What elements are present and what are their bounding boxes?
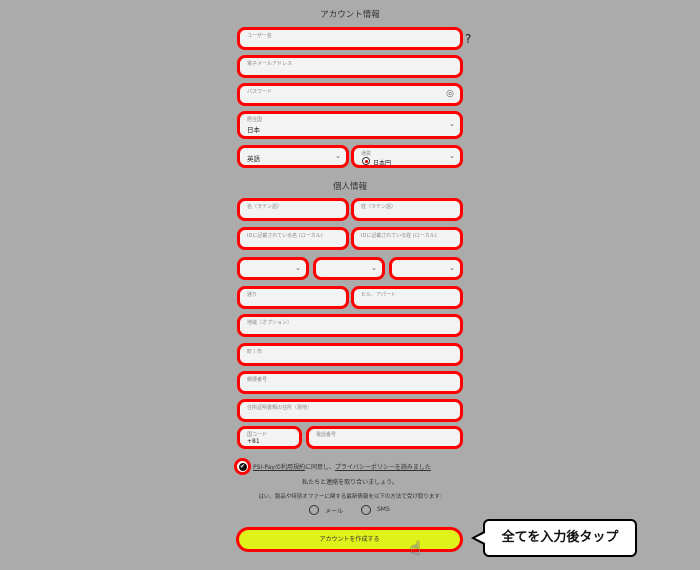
country-value: 日本	[247, 126, 260, 134]
hand-pointer-icon: ☝	[410, 538, 421, 559]
contact-text: 私たちと連絡を取り合いましょう。	[302, 479, 398, 486]
country-code-field[interactable]: 国コード+81	[237, 426, 302, 449]
birth-day-select[interactable]: ⌄	[237, 257, 309, 280]
placeholder: IDに記載されている姓 (ローカル)	[361, 233, 437, 239]
email-placeholder: 電子メールアドレス	[247, 61, 293, 67]
region-field[interactable]: 地域（オプション）	[237, 314, 463, 337]
terms-link[interactable]: PSI-Payの利用規約	[253, 464, 305, 471]
id-address-field[interactable]: 住所証明書類の住所（現地）	[237, 399, 463, 422]
placeholder: 住所証明書類の住所（現地）	[247, 405, 313, 411]
email-radio[interactable]	[309, 505, 319, 515]
country-code-label: 国コード	[247, 432, 268, 438]
street-field[interactable]: 通り	[237, 286, 349, 309]
chevron-down-icon: ⌄	[371, 263, 377, 272]
country-code-value: +81	[247, 438, 260, 445]
email-option-label: メール	[325, 508, 344, 515]
check-icon: ✔	[238, 462, 247, 471]
currency-label: 通貨	[361, 151, 372, 157]
language-select[interactable]: 英語 ⌄	[237, 145, 349, 168]
agree-checkbox[interactable]: ✔	[234, 458, 251, 475]
sms-radio[interactable]	[361, 505, 371, 515]
country-label: 居住国	[247, 117, 263, 123]
create-account-button[interactable]: アカウントを作成する	[236, 527, 463, 552]
language-value: 英語	[247, 155, 260, 163]
password-placeholder: パスワード	[247, 89, 273, 95]
help-icon[interactable]: ?	[465, 32, 472, 46]
placeholder: 名（ラテン語）	[247, 204, 283, 210]
radio-selected-icon	[362, 157, 370, 165]
password-field[interactable]: パスワード ◎	[237, 83, 463, 106]
chevron-down-icon: ⌄	[449, 263, 455, 272]
eye-icon[interactable]: ◎	[446, 89, 454, 99]
birth-year-select[interactable]: ⌄	[389, 257, 463, 280]
local-last-name-field[interactable]: IDに記載されている姓 (ローカル)	[351, 227, 463, 250]
city-field[interactable]: 町 / 市	[237, 343, 463, 366]
placeholder: 姓（ラテン語）	[361, 204, 397, 210]
instruction-callout: 全てを入力後タップ	[483, 519, 637, 557]
callout-pointer-fill	[475, 533, 485, 543]
currency-select[interactable]: 通貨 日本円 ⌄	[351, 145, 463, 168]
placeholder: 郵便番号	[247, 377, 268, 383]
privacy-link[interactable]: プライバシーポリシーを読みました	[334, 464, 431, 471]
local-first-name-field[interactable]: IDに記載されている名 (ローカル)	[237, 227, 349, 250]
placeholder: 町 / 市	[247, 349, 262, 355]
agree-text: PSI-Payの利用規約に同意し、プライバシーポリシーを読みました	[253, 462, 431, 471]
email-field[interactable]: 電子メールアドレス	[237, 55, 463, 78]
sms-option-label: SMS	[377, 506, 390, 513]
placeholder: IDに記載されている名 (ローカル)	[247, 233, 323, 239]
building-field[interactable]: ビル、アパート	[351, 286, 463, 309]
username-field[interactable]: ユーザー名	[237, 27, 463, 50]
placeholder: 通り	[247, 292, 258, 298]
phone-field[interactable]: 電話番号	[306, 426, 463, 449]
chevron-down-icon: ⌄	[295, 263, 301, 272]
chevron-down-icon: ⌄	[449, 151, 455, 160]
country-select[interactable]: 居住国日本 ⌄	[237, 111, 463, 139]
birth-month-select[interactable]: ⌄	[313, 257, 385, 280]
postal-code-field[interactable]: 郵便番号	[237, 371, 463, 394]
username-placeholder: ユーザー名	[247, 33, 272, 39]
chevron-down-icon: ⌄	[335, 151, 341, 160]
last-name-field[interactable]: 姓（ラテン語）	[351, 198, 463, 221]
offers-text: はい、製品や特別オファーに関する最新情報を以下の方法で受け取ります:	[258, 494, 442, 500]
account-section-title: アカウント情報	[320, 10, 380, 20]
agree-mid: に同意し、	[304, 464, 335, 471]
placeholder: 電話番号	[316, 432, 337, 438]
placeholder: ビル、アパート	[361, 292, 396, 298]
currency-value: 日本円	[373, 160, 392, 167]
chevron-down-icon: ⌄	[449, 120, 455, 129]
placeholder: 地域（オプション）	[247, 320, 293, 326]
first-name-field[interactable]: 名（ラテン語）	[237, 198, 349, 221]
personal-section-title: 個人情報	[332, 182, 367, 192]
